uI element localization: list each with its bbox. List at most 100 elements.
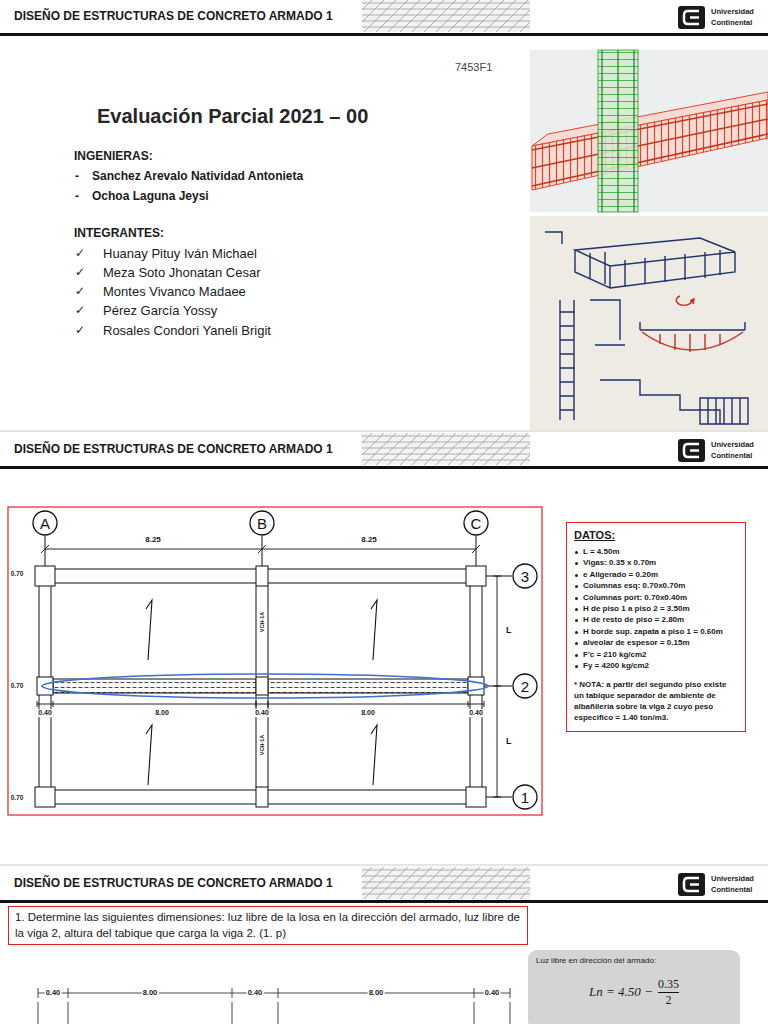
dimension-text: L [506,737,512,747]
question-text: 1. Determine las siguientes dimensiones:… [15,910,521,941]
sketch-photo [530,216,768,430]
bullet-row: Fy = 4200 kg/cm2 [574,661,738,671]
axis-bubble: C [463,510,489,537]
dimension-text: 0.40 [247,989,264,997]
box-heading: DATOS: [574,529,738,541]
dimension-line [38,988,510,998]
axis-letter: 3 [521,569,529,584]
slide-title: Evaluación Parcial 2021 – 00 [97,105,368,128]
sketch-photo [642,332,743,350]
data-item: e Aligerado = 0.20m [583,570,658,580]
hatched-beam [53,679,256,693]
slide-header [0,867,768,903]
column-section [37,677,53,695]
member-name: Montes Vivanco Madaee [103,285,246,299]
axis-bubble: 1 [512,784,538,811]
beam-render-photo [530,50,768,212]
sketch-photo [642,296,743,352]
sketch-photo [676,296,694,305]
axis-bubble-outline [513,674,537,698]
slide-header [0,433,768,469]
axis-bubble-outline [250,511,274,535]
dimension-line [37,545,501,797]
beam-render-photo [532,100,768,190]
dimension-line [41,545,480,553]
bullet-dot [575,551,578,554]
slide-divider [0,431,768,432]
formula-text: Ln = 4.50 − [589,985,653,999]
logo-text: Universidad [711,8,754,16]
list-dash: - [75,170,79,183]
column-section [35,566,486,807]
bullet-row: Columnas esq: 0.70x0.70m [574,581,738,591]
document-code: 7453F1 [455,61,492,73]
beam-tag: VCH-1A [259,611,265,633]
column-section [256,566,268,586]
beam-render-photo [530,50,768,212]
slide-divider [0,431,768,865]
column-section [468,677,484,695]
data-item: alveolar de espesor = 0.15m [583,638,690,648]
check-mark: ✓ [75,266,85,279]
sketch-photo [590,300,625,345]
data-item: Columnas port: 0.70x0.40m [583,593,687,603]
fraction-slot: 2 [665,994,671,1007]
header-title: DISEÑO DE ESTRUCTURAS DE CONCRETO ARMADO… [14,443,333,456]
beam-tag: VCH-1A [259,734,265,756]
header-title: DISEÑO DE ESTRUCTURAS DE CONCRETO ARMADO… [14,877,333,890]
bullet-row: L = 4.50m [574,547,738,557]
dimension-text: 8.00 [368,989,385,997]
beam-render-photo [532,104,768,186]
bullet-row: H de piso 1 a piso 2 = 3.50m [574,604,738,614]
sketch-photo [575,238,735,288]
bullet-dot [575,665,578,668]
axis-bubble-outline [513,564,537,588]
bullet-dot [575,654,578,657]
sketch-photo [660,334,720,352]
axis-letter: C [471,516,482,531]
bullet-row: Columnas port: 0.70x0.40m [574,593,738,603]
dimension-line [37,701,484,707]
axis-bubble-outline [464,511,488,535]
fraction-slot: 0.35 [658,978,679,991]
column-section [256,677,268,695]
engineer-name: Sanchez Arevalo Natividad Antonieta [92,170,303,183]
logo-text: Continental [711,886,752,894]
beam-outline [256,586,268,787]
question-box: 1. Determine las siguientes dimensiones:… [8,906,528,945]
column-section [466,566,486,586]
column-section [256,787,268,807]
axis-bubble: 3 [512,563,538,590]
bullet-row: F'c = 210 kg/cm2 [574,650,738,660]
check-mark: ✓ [75,324,85,337]
data-item: H borde sup. zapata a piso 1 = 0.60m [583,627,723,637]
member-name: Pérez García Yossy [103,304,217,318]
dimension-text: 0.70 [11,570,24,577]
hatched-beam [268,679,468,693]
dimension-line [493,576,501,797]
axis-letter: B [257,516,267,531]
member-name: Huanay Pituy Iván Michael [103,247,257,261]
logo-text: Continental [711,452,752,460]
sketch-photo [545,232,748,424]
sketch-photo [530,216,768,430]
formula-denominator: 2 [665,994,671,1007]
dimension-text: 8.00 [154,709,170,717]
dimension-text: 8.25 [361,536,377,545]
check-mark: ✓ [75,285,85,298]
highlight-ellipse [42,674,488,698]
logo-text: Universidad [711,875,754,883]
answer-box: Luz libre en dirección del armado:Ln = 4… [528,950,740,1024]
column-section [466,787,486,807]
dimension-text: 8.00 [360,709,376,717]
slide-header [0,867,768,903]
beam-render-photo [602,50,634,212]
data-item: Fy = 4200 kg/cm2 [583,661,649,671]
slide-header [0,0,768,36]
axis-bubble: A [32,510,58,537]
beam-render-photo [598,50,638,212]
formula-slot: Ln = 4.50 − [589,985,653,999]
dimension-text: 8.25 [145,536,161,545]
column-section [35,566,55,586]
